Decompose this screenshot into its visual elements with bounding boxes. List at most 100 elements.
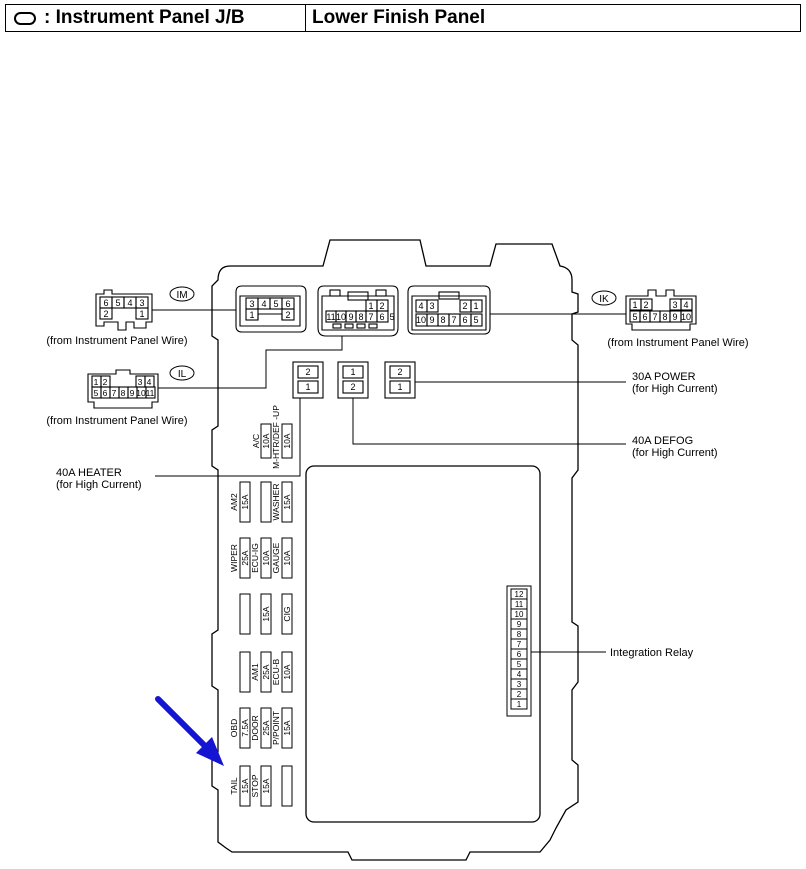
pin-label: 9 <box>429 315 434 325</box>
pin-label: 2 <box>397 367 402 377</box>
connector-il-caption: (from Instrument Panel Wire) <box>46 415 187 427</box>
pin-label: 6 <box>285 299 290 309</box>
pin-label: 2 <box>285 310 290 320</box>
pin-label: 6 <box>642 312 647 322</box>
pin-label: 5 <box>473 315 478 325</box>
pin-label: 7 <box>652 312 657 322</box>
pin-label: 4 <box>683 300 688 310</box>
connector-im-code: IM <box>176 290 187 301</box>
fuse-name: DOOR <box>250 715 260 741</box>
fuse-amp: 15A <box>240 494 250 509</box>
fuse-amp: 15A <box>240 778 250 793</box>
connector-im-code-oval <box>169 286 195 302</box>
pin-label: 2 <box>103 309 108 319</box>
fuse-name: WIPER <box>229 544 239 572</box>
pin-label: 11 <box>515 600 524 609</box>
pin-label: 3 <box>138 377 143 387</box>
relay-defog <box>337 361 369 399</box>
fuse-amp: 10A <box>282 550 292 565</box>
pin-label: 10 <box>416 315 426 325</box>
integration-relay-label: Integration Relay <box>610 647 694 659</box>
fuse-name: A/C <box>251 434 261 448</box>
connector-il <box>87 369 159 409</box>
relay-power <box>384 361 416 399</box>
connector-im-caption: (from Instrument Panel Wire) <box>46 335 187 347</box>
pin-label: 8 <box>121 388 126 398</box>
pin-label: 11 <box>326 312 335 322</box>
pin-label: 3 <box>517 680 522 689</box>
blue-arrow-icon <box>155 696 224 766</box>
fuse-amp: 10A <box>282 433 292 448</box>
fuse-name: P/POINT <box>271 711 281 745</box>
pin-label: 2 <box>103 377 108 387</box>
pin-label: 4 <box>147 377 152 387</box>
fuse-amp: 25A <box>261 664 271 679</box>
pin-label: 3 <box>139 298 144 308</box>
pin-label: 10 <box>515 610 524 619</box>
pin-label: 8 <box>662 312 667 322</box>
header-right-cell: Lower Finish Panel <box>306 5 800 31</box>
connector-il-code-oval <box>169 365 195 381</box>
pin-label: 7 <box>451 315 456 325</box>
power-relay-label: 30A POWER <box>632 371 696 383</box>
connector-ik-code-oval <box>591 290 617 306</box>
fuse-name: WASHER <box>271 484 281 521</box>
fuse-amp: 15A <box>282 720 292 735</box>
pin-label: 6 <box>103 388 108 398</box>
fuse-amp: 15A <box>282 494 292 509</box>
pin-label: 6 <box>462 315 467 325</box>
pin-label: 6 <box>103 298 108 308</box>
fuse-name: GAUGE <box>271 542 281 573</box>
pin-label: 4 <box>261 299 266 309</box>
pin-label: 5 <box>94 388 99 398</box>
pin-label: 4 <box>127 298 132 308</box>
pin-label: 2 <box>517 690 522 699</box>
jb-socket-2-labels: 1 2 11 10 9 8 7 6 5 <box>326 301 394 322</box>
connector-ik-pins: 1 2 3 4 5 6 7 8 9 10 <box>632 300 691 322</box>
pin-label: 1 <box>305 382 310 392</box>
fuse-name: OBD <box>229 719 239 737</box>
pin-label: 9 <box>130 388 135 398</box>
heater-relay-label: 40A HEATER <box>56 467 122 479</box>
defog-relay-note: (for High Current) <box>632 447 718 459</box>
relay-pin-labels: 2 1 1 2 2 1 <box>305 367 402 392</box>
fuse-amp: 25A <box>261 720 271 735</box>
fuse-amp: 15A <box>261 778 271 793</box>
pin-label: 1 <box>517 700 522 709</box>
pin-label: 5 <box>632 312 637 322</box>
header-bar: : Instrument Panel J/B Lower Finish Pane… <box>5 4 801 32</box>
pin-label: 4 <box>517 670 522 679</box>
pin-label: 6 <box>379 312 384 322</box>
pin-label: 5 <box>389 312 394 322</box>
jb-socket-3-labels: 4 3 2 1 10 9 8 7 6 5 <box>416 301 479 325</box>
pin-label: 3 <box>429 301 434 311</box>
connector-il-code: IL <box>178 369 187 380</box>
fuse-name: TAIL <box>229 777 239 795</box>
jb-socket-1-labels: 3 4 5 6 1 2 <box>249 299 290 320</box>
connector-im-pins: 6 5 4 3 2 1 <box>103 298 144 319</box>
jb-body <box>211 239 579 861</box>
header-left-cell: : Instrument Panel J/B <box>6 5 306 31</box>
fuse-name: ECU-IG <box>250 543 260 573</box>
heater-relay-note: (for High Current) <box>56 479 142 491</box>
pin-label: 1 <box>249 310 254 320</box>
pin-label: 10 <box>336 312 346 322</box>
fuse-amp: 10A <box>282 664 292 679</box>
pin-label: 4 <box>418 301 423 311</box>
integration-relay-pins: 12 11 10 9 8 7 6 5 4 3 2 1 <box>515 590 524 709</box>
fuse-amp: 7.5A <box>240 719 250 737</box>
pin-label: 1 <box>397 382 402 392</box>
pin-label: 1 <box>632 300 637 310</box>
connector-ik-caption: (from Instrument Panel Wire) <box>607 337 748 349</box>
pin-label: 2 <box>350 382 355 392</box>
pin-label: 7 <box>517 640 522 649</box>
fuse-amp: 10A <box>261 433 271 448</box>
pin-label: 9 <box>517 620 522 629</box>
jb-socket-3 <box>407 285 491 335</box>
pin-label: 11 <box>146 388 155 398</box>
fuse-name: STOP <box>250 774 260 797</box>
jb-socket-1 <box>235 285 307 333</box>
relay-heater <box>292 361 324 399</box>
pin-label: 1 <box>139 309 144 319</box>
header-right-title: Lower Finish Panel <box>312 7 486 28</box>
